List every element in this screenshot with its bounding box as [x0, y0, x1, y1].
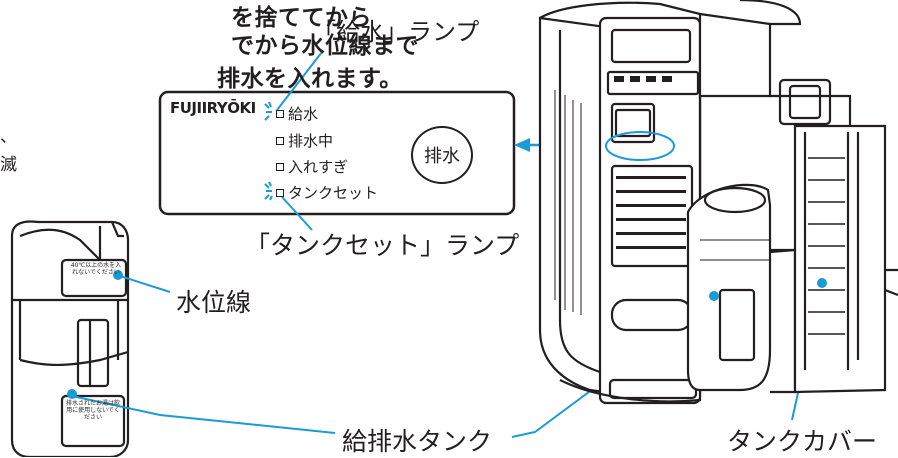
lamp-overfill-label: 入れすぎ	[288, 158, 349, 176]
lamp-supply-label: 給水	[288, 105, 319, 123]
tank-leader-left	[71, 395, 336, 434]
side-text-2: 滅	[0, 155, 17, 175]
blink-indicator-supply	[264, 101, 272, 121]
control-panel-closeup	[158, 90, 516, 216]
instruction-line-1: を捨ててから	[231, 5, 372, 31]
side-text-1: 、	[0, 127, 17, 147]
instruction-line-2: でから水位線まで	[231, 33, 419, 59]
tank-callout: 給排水タンク	[342, 427, 493, 456]
lamp-supply: 給水	[276, 103, 318, 124]
lamp-draining-label: 排水中	[288, 132, 334, 150]
tank-cover-callout: タンクカバー	[727, 427, 878, 456]
instruction-line-3: 排水を入れます。	[217, 66, 403, 92]
water-line-leader	[119, 275, 171, 293]
drain-button: 排水	[411, 126, 473, 184]
appliance-body	[538, 0, 898, 405]
lamp-tank-set-indicator	[276, 188, 284, 197]
panel-arrow-head	[514, 138, 530, 152]
lamp-tank-set: タンクセット	[276, 182, 378, 203]
panel-highlight-ring	[605, 131, 675, 161]
water-line-callout: 水位線	[176, 288, 252, 317]
lamp-overfill: 入れすぎ	[276, 156, 348, 177]
lamp-draining-indicator	[276, 136, 284, 145]
appliance-controls	[614, 76, 686, 249]
supply-lamp-leader	[276, 51, 323, 111]
tank-set-lamp-callout: 「タンクセット」ランプ	[245, 231, 520, 260]
tank-water-line-note: 40℃以上の水を入れないでください	[70, 262, 122, 276]
blink-indicator-tank-set	[264, 181, 273, 201]
water-line-dot	[113, 270, 123, 280]
tank-warning-note: 排水されたお湯は飲用に使用しないでください	[65, 400, 120, 421]
lamp-tank-set-label: タンクセット	[288, 184, 379, 202]
lamp-draining: 排水中	[276, 130, 333, 151]
tank-set-lamp-leader	[281, 196, 313, 231]
lamp-supply-indicator	[276, 109, 284, 118]
water-tank-left	[10, 220, 130, 457]
tank-cover-dot	[817, 278, 827, 288]
brand-logo: FUJIIRYŌKI	[170, 99, 256, 117]
drain-button-label: 排水	[424, 146, 460, 167]
lamp-overfill-indicator	[276, 162, 284, 171]
tank-dot-body	[709, 291, 719, 301]
supply-lamp-callout: 「給水」ランプ	[312, 18, 480, 46]
